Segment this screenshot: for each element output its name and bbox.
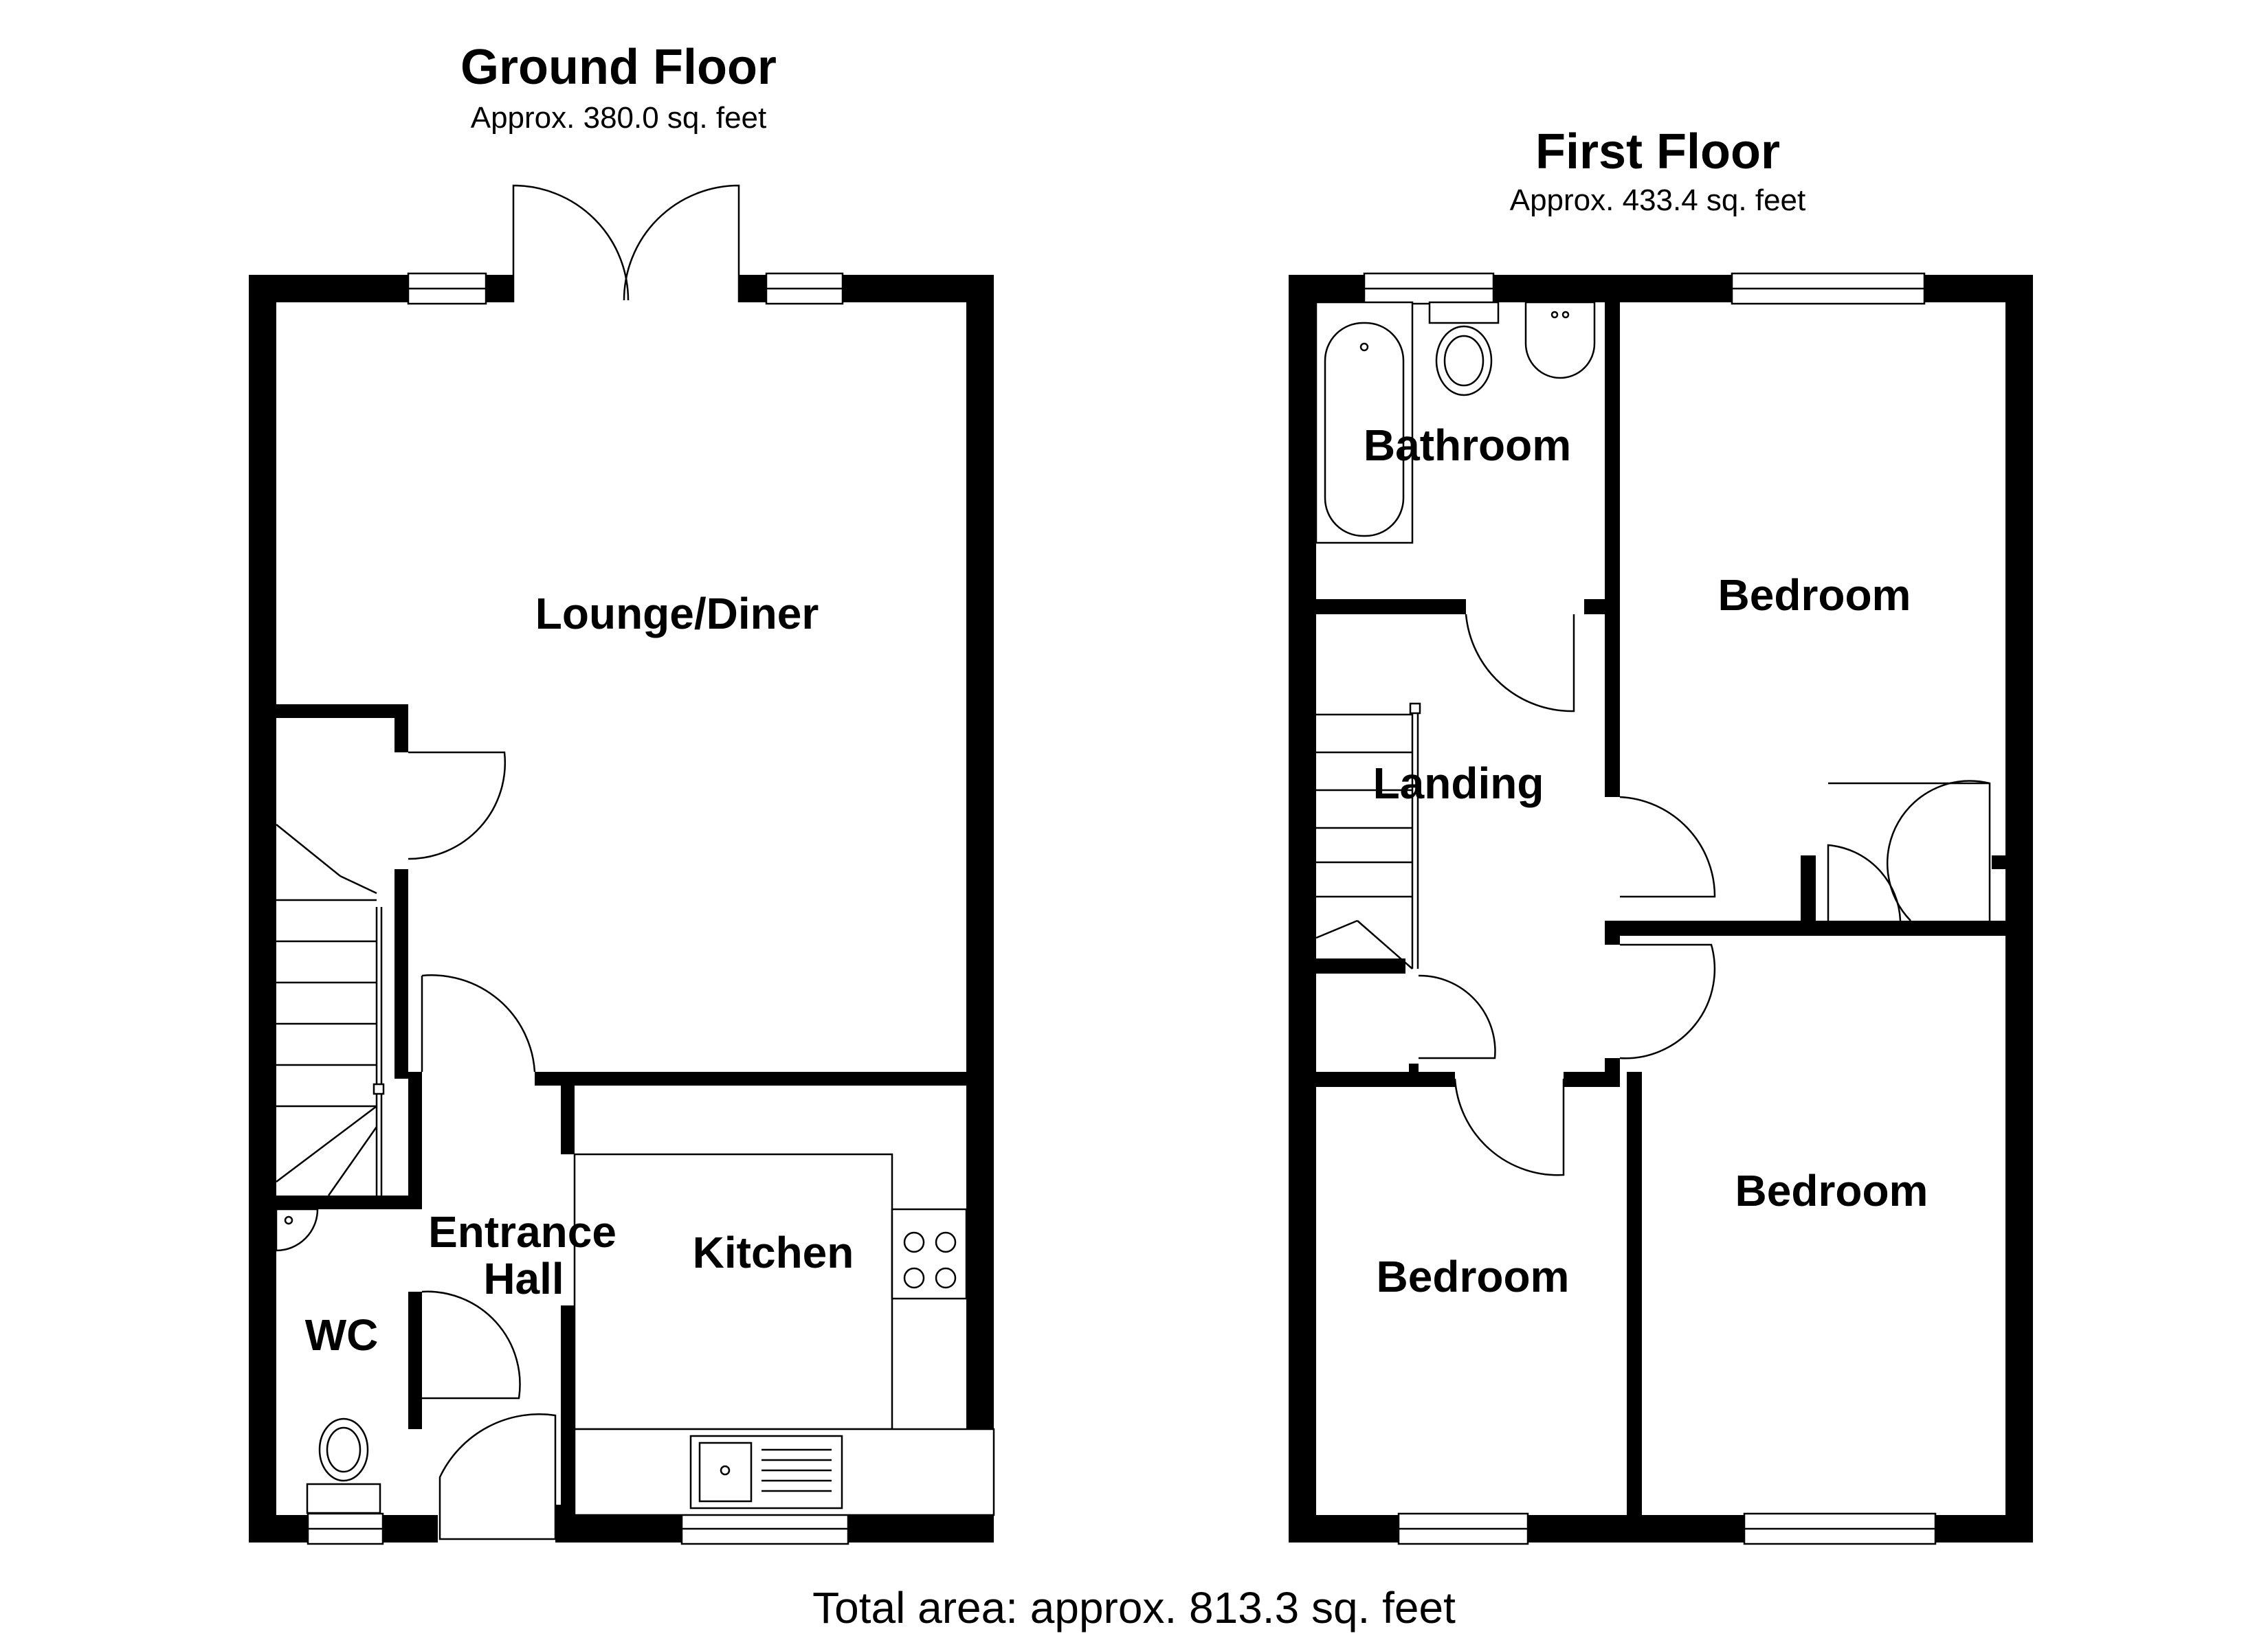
room-label-bathroom: Bathroom [1364,420,1571,470]
ground-floor-internal-walls [276,704,994,1529]
first-floor-windows [1363,272,1937,1545]
room-label-landing: Landing [1373,759,1544,808]
first-floor-internal-walls [1316,302,2005,1529]
room-label-lounge: Lounge/Diner [535,589,819,638]
patio-doors [512,184,740,302]
ground-floor: Ground Floor Approx. 380.0 sq. feet [249,40,995,1545]
bathroom-fittings [1315,301,1596,544]
hob-icon [903,1231,957,1289]
room-label-bedroom-1: Bedroom [1718,570,1911,620]
ground-floor-windows [307,272,849,1545]
sink-icon [689,1435,843,1510]
kitchen-fittings [573,1153,995,1516]
ground-floor-outer-walls [249,275,994,1543]
first-floor-title: First Floor [1535,124,1780,179]
basin-icon [275,1208,319,1252]
bath-icon [1315,301,1414,544]
wc-fittings [275,1208,381,1514]
room-label-wc: WC [305,1310,379,1360]
ground-floor-area: Approx. 380.0 sq. feet [471,101,767,135]
ground-floor-stairs [276,824,385,1196]
first-floor: First Floor Approx. 433.4 sq. feet [1289,124,2033,1545]
total-area: Total area: approx. 813.3 sq. feet [812,1583,1456,1633]
first-floor-doors [1418,614,1991,1176]
room-label-entrance: Entrance [428,1207,616,1257]
basin-icon [1524,301,1596,379]
room-label-hall: Hall [483,1254,564,1303]
ground-floor-title: Ground Floor [460,40,777,95]
room-label-bedroom-3: Bedroom [1377,1252,1570,1301]
first-floor-outer-walls [1289,275,2033,1543]
room-label-bedroom-2: Bedroom [1735,1166,1928,1215]
room-label-kitchen: Kitchen [693,1228,854,1277]
first-floor-stairs [1315,702,1421,969]
first-floor-area: Approx. 433.4 sq. feet [1510,183,1806,217]
